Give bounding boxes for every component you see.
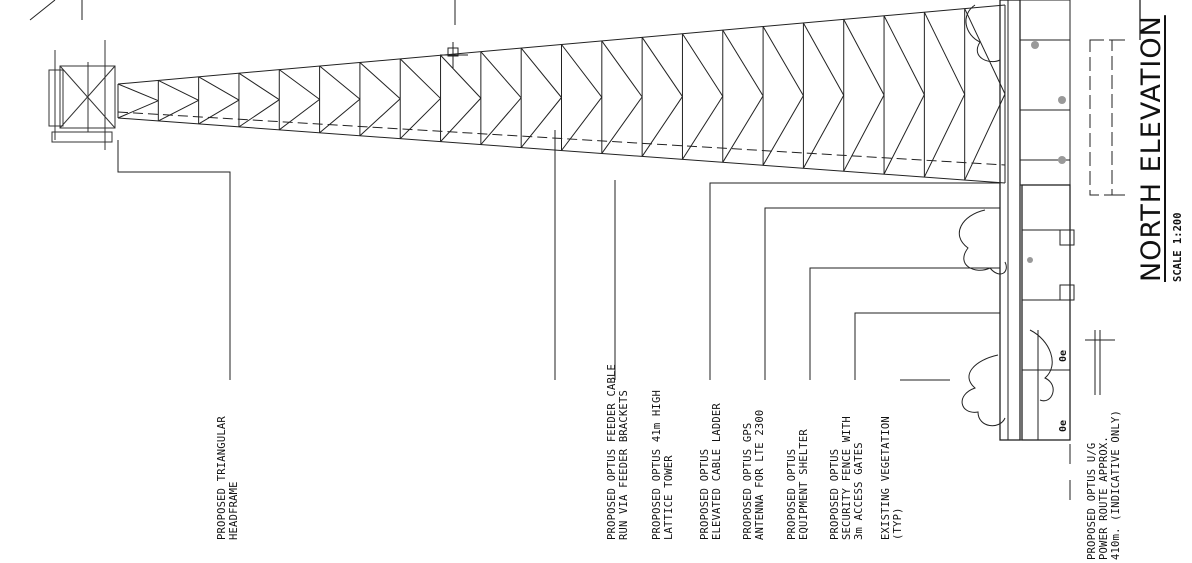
route-marker: 0e bbox=[1058, 349, 1069, 362]
label-existing-vegetation: EXISTING VEGETATION(TYP) bbox=[880, 416, 904, 540]
label-leaders bbox=[117, 130, 1039, 441]
lattice-tower bbox=[117, 4, 1006, 184]
triangular-headframe bbox=[48, 40, 116, 150]
drawing-title: NORTH ELEVATION bbox=[1136, 15, 1167, 282]
route-marker: 0e bbox=[1058, 419, 1069, 432]
drawing-scale: SCALE 1:200 bbox=[1172, 212, 1184, 282]
existing-vegetation bbox=[958, 4, 1054, 427]
gps-antenna-mount bbox=[440, 42, 468, 68]
